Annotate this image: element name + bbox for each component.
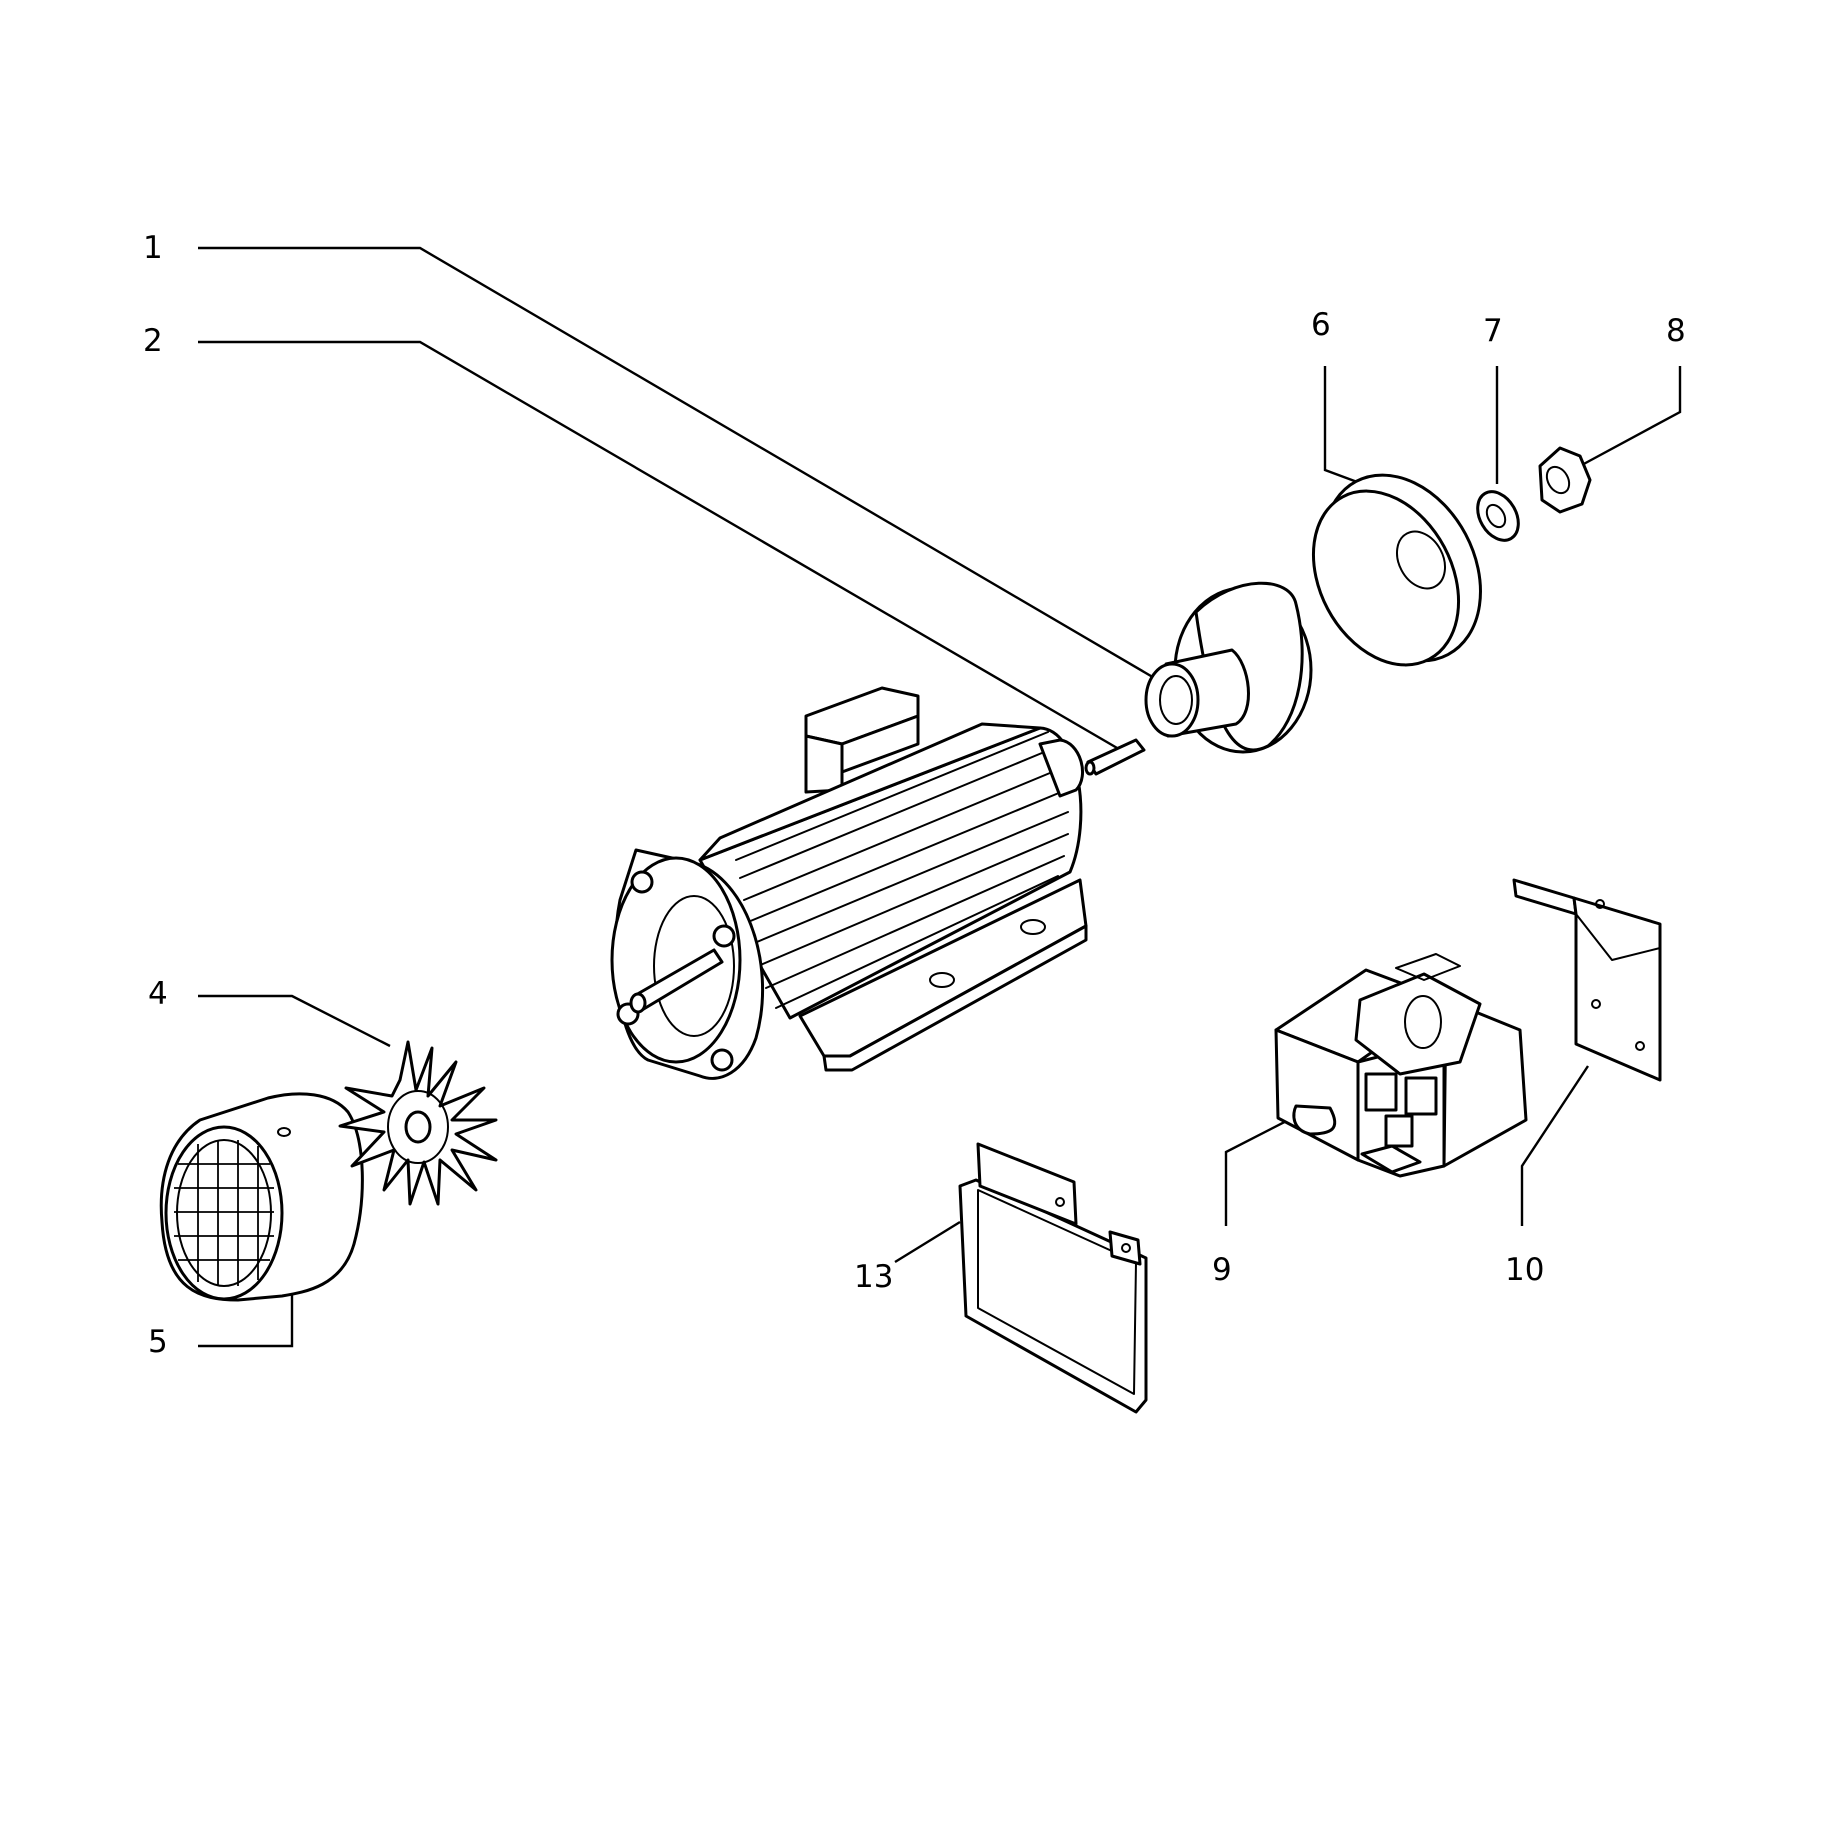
- callout-label-10: 10: [1505, 1252, 1544, 1288]
- callout-label-1: 1: [143, 230, 163, 266]
- washer: [1476, 490, 1520, 542]
- callout-label-2: 2: [143, 323, 163, 359]
- fan-cover: [159, 1092, 364, 1302]
- callout-label-6: 6: [1311, 307, 1331, 343]
- callout-label-7: 7: [1483, 313, 1503, 349]
- fan-impeller: [338, 1040, 498, 1206]
- pulley-hub: [1144, 581, 1313, 754]
- leader-line-9: [1224, 1108, 1309, 1226]
- callout-label-4: 4: [148, 976, 168, 1012]
- shaft-key: [1084, 738, 1146, 776]
- leader-line-2: [198, 340, 1125, 754]
- cover-plate: [958, 1142, 1148, 1414]
- leader-line-5: [198, 1286, 294, 1348]
- leader-line-1: [198, 246, 1169, 688]
- switch-box: [1274, 953, 1528, 1178]
- electric-motor: [610, 686, 1088, 1080]
- leader-line-6: [1323, 366, 1369, 488]
- callout-label-9: 9: [1212, 1252, 1232, 1288]
- bracket-plate: [1512, 878, 1662, 1082]
- callout-label-5: 5: [148, 1324, 168, 1360]
- callout-label-13: 13: [854, 1259, 893, 1295]
- leader-line-8: [1579, 366, 1682, 468]
- callout-label-8: 8: [1666, 313, 1686, 349]
- leader-line-13: [894, 1220, 961, 1264]
- leader-line-10: [1520, 1065, 1590, 1226]
- nut: [1538, 446, 1592, 514]
- pulley-disc: [1311, 473, 1482, 667]
- leader-line-4: [198, 994, 391, 1048]
